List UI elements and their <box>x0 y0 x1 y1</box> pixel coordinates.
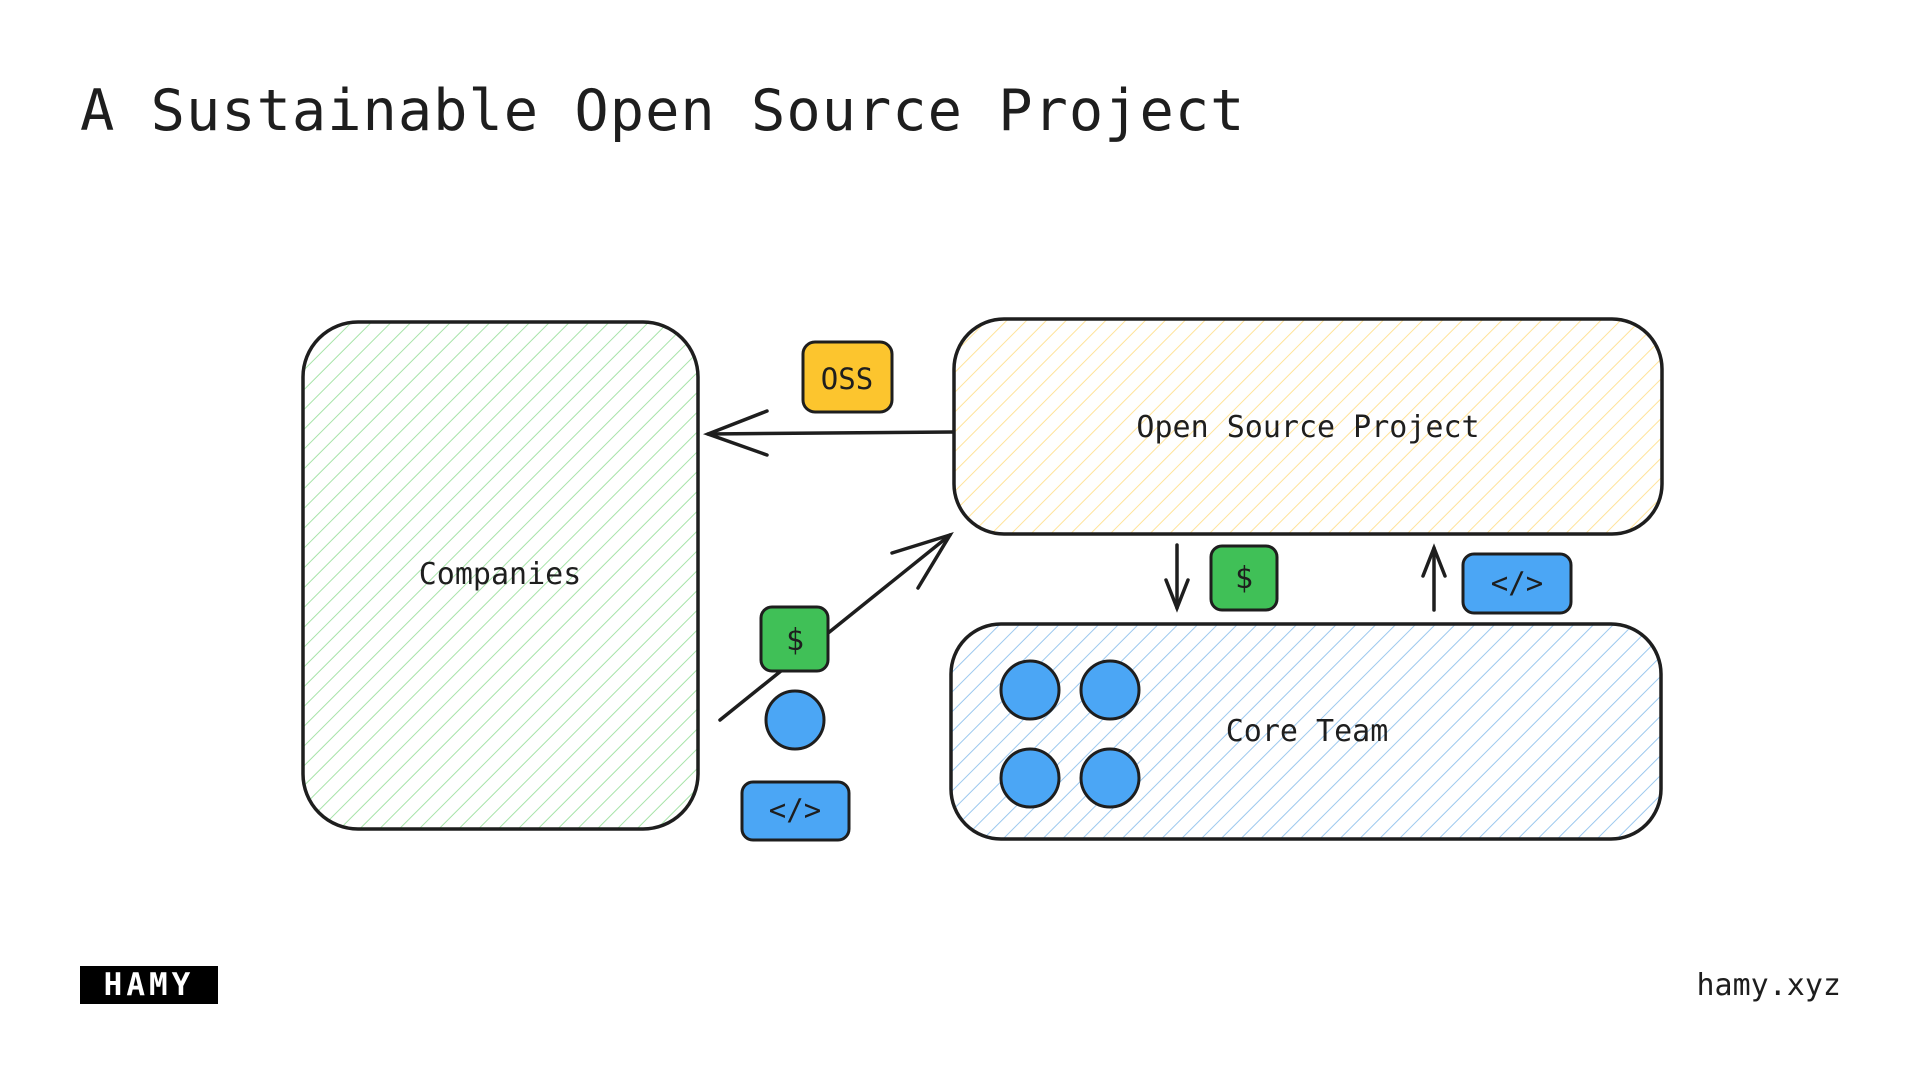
person-circle-icon <box>999 659 1061 721</box>
code-badge-core-label: </> <box>1491 566 1543 600</box>
money-badge-companies-label: $ <box>786 623 804 658</box>
code-badge-core: </> <box>1461 552 1573 615</box>
open-source-project-label: Open Source Project <box>1136 410 1479 445</box>
oss-badge-label: OSS <box>821 362 873 396</box>
companies-label: Companies <box>419 557 582 592</box>
hamy-logo: HAMY <box>80 966 218 1004</box>
arrow-down-icon <box>1164 543 1190 613</box>
person-circle-icon <box>1079 659 1141 721</box>
site-url: hamy.xyz <box>1696 968 1842 1003</box>
companies-node: Companies <box>301 320 700 831</box>
person-circle-icon <box>999 747 1061 809</box>
money-badge-core-label: $ <box>1235 561 1253 596</box>
arrow-left-icon <box>702 409 955 457</box>
money-badge-companies: $ <box>759 605 830 673</box>
open-source-project-node: Open Source Project <box>952 317 1664 536</box>
person-circle-icon <box>1079 747 1141 809</box>
arrow-diagonal-icon <box>718 531 954 722</box>
arrow-up-icon <box>1421 543 1447 612</box>
money-badge-core: $ <box>1209 544 1279 612</box>
code-badge-companies: </> <box>740 780 851 842</box>
page-title: A Sustainable Open Source Project <box>80 78 1246 144</box>
person-circle-icon <box>764 689 826 751</box>
core-team-label: Core Team <box>1226 714 1389 749</box>
oss-badge: OSS <box>801 340 894 414</box>
code-badge-companies-label: </> <box>769 793 821 827</box>
core-team-node: Core Team <box>949 622 1663 841</box>
